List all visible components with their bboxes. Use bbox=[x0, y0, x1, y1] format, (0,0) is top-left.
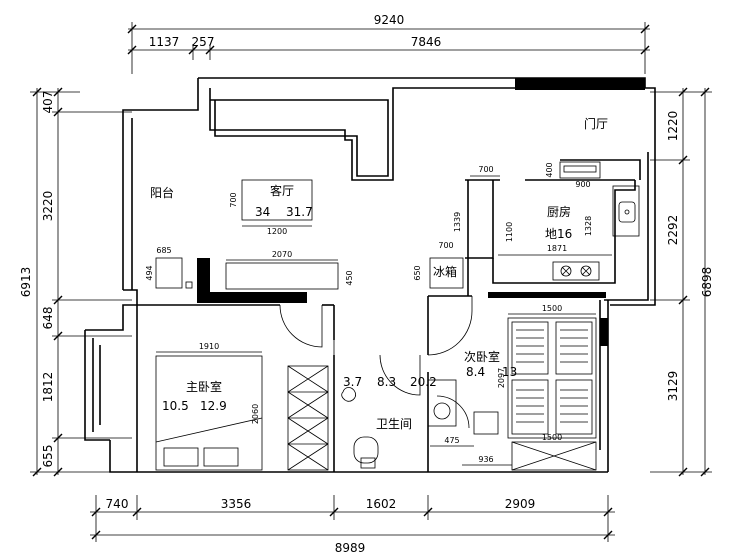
toilet bbox=[353, 436, 379, 464]
kitchen-right-dim: 1328 bbox=[584, 216, 593, 236]
second-area-a: 8.4 bbox=[466, 365, 485, 379]
second-bed-bottom-dim: 1500 bbox=[542, 433, 562, 442]
left-total-dim: 6913 bbox=[19, 267, 33, 298]
gas-stove bbox=[552, 261, 600, 281]
sofa bbox=[241, 179, 313, 221]
kitchen-bottom-dim: 1871 bbox=[547, 244, 567, 253]
bottom-dim-3: 1602 bbox=[366, 497, 397, 511]
top-total-dim: 9240 bbox=[374, 13, 405, 27]
right-dimensions: 1220 2292 3129 6898 bbox=[650, 87, 714, 477]
second-bed bbox=[507, 317, 597, 439]
desk-width-dim: 936 bbox=[478, 455, 493, 464]
entry-hall-label: 门厅 bbox=[584, 116, 608, 131]
bathroom-fixtures: 475 bbox=[341, 379, 499, 469]
left-dim-5: 655 bbox=[41, 445, 55, 468]
top-dim-3: 7846 bbox=[411, 35, 442, 49]
master-bedroom-furniture: 1910 2060 bbox=[155, 342, 329, 471]
master-bedroom-label: 主卧室 bbox=[186, 379, 222, 394]
bottom-dim-2: 3356 bbox=[221, 497, 252, 511]
fridge: 700 650 bbox=[413, 241, 464, 289]
top-dim-2: 257 bbox=[192, 35, 215, 49]
fridge-width-dim: 700 bbox=[438, 241, 453, 250]
bottom-total-dim: 8989 bbox=[335, 541, 366, 555]
second-area-b: 13 bbox=[502, 365, 517, 379]
left-dim-3: 648 bbox=[41, 307, 55, 330]
bath-area-a: 3.7 bbox=[343, 375, 362, 389]
second-bed-top-dim: 1500 bbox=[542, 304, 562, 313]
left-dimensions: 6913 407 3220 648 1812 655 bbox=[19, 87, 132, 477]
entry-cabinet-depth-dim: 400 bbox=[545, 162, 554, 177]
sofa-width-dim: 1200 bbox=[267, 227, 287, 236]
left-dim-1: 407 bbox=[41, 91, 55, 114]
structural-columns bbox=[197, 78, 645, 346]
living-area-a: 34 bbox=[255, 205, 270, 219]
tv-cabinet-depth-dim: 450 bbox=[345, 270, 354, 285]
master-bed bbox=[155, 355, 263, 471]
side-table-width-dim: 685 bbox=[156, 246, 171, 255]
second-bedroom-furniture: 1500 2097 1500 936 bbox=[462, 304, 597, 471]
bottom-dimensions: 740 3356 1602 2909 8989 bbox=[90, 495, 615, 555]
bath-area-b: 8.3 bbox=[377, 375, 396, 389]
top-dimensions: 9240 1137 257 7846 bbox=[127, 13, 650, 74]
kitchen-top-dim: 700 bbox=[478, 165, 493, 174]
living-area-b: 31.7 bbox=[286, 205, 313, 219]
living-room-label: 客厅 bbox=[270, 183, 294, 198]
entry-cabinet-width-dim: 900 bbox=[575, 180, 590, 189]
bathroom-label: 卫生间 bbox=[376, 417, 412, 431]
tv-cabinet bbox=[225, 262, 339, 290]
kitchen-inner-dim: 1100 bbox=[505, 222, 514, 242]
second-bedroom-label: 次卧室 bbox=[464, 349, 500, 364]
bed-width-dim: 1910 bbox=[199, 342, 219, 351]
right-dim-2: 2292 bbox=[666, 215, 680, 246]
door-swings bbox=[279, 296, 473, 429]
kitchen-sink bbox=[612, 185, 640, 237]
kitchen-area: 地16 bbox=[545, 227, 572, 241]
left-dim-4: 1812 bbox=[41, 372, 55, 403]
left-dim-2: 3220 bbox=[41, 191, 55, 222]
second-wardrobe bbox=[511, 441, 597, 471]
master-area-a: 10.5 bbox=[162, 399, 189, 413]
entry-cabinet: 400 900 bbox=[545, 161, 601, 189]
right-total-dim: 6898 bbox=[700, 267, 714, 298]
right-dim-3: 3129 bbox=[666, 371, 680, 402]
second-bed-length-dim: 2097 bbox=[497, 368, 506, 388]
balcony-label: 阳台 bbox=[150, 185, 174, 200]
room-labels: 阳台 客厅 34 31.7 门厅 厨房 地16 冰箱 主卧室 10.5 12.9… bbox=[150, 116, 608, 431]
kitchen-left-dim: 1339 bbox=[453, 212, 462, 232]
side-table-depth-dim: 494 bbox=[145, 265, 154, 280]
master-area-b: 12.9 bbox=[200, 399, 227, 413]
washing-machine bbox=[427, 379, 457, 427]
fridge-depth-dim: 650 bbox=[413, 265, 422, 280]
side-table bbox=[155, 257, 183, 289]
sofa-depth-dim: 700 bbox=[229, 192, 238, 207]
bottom-dim-1: 740 bbox=[106, 497, 129, 511]
kitchen-label: 厨房 bbox=[547, 204, 571, 219]
tv-cabinet-width-dim: 2070 bbox=[272, 250, 292, 259]
bottom-dim-4: 2909 bbox=[505, 497, 536, 511]
bath-width-dim: 475 bbox=[444, 436, 459, 445]
bath-area-c: 20.2 bbox=[410, 375, 437, 389]
right-dim-1: 1220 bbox=[666, 111, 680, 142]
living-furniture: 700 1200 2070 450 685 494 bbox=[145, 179, 354, 290]
top-dim-1: 1137 bbox=[149, 35, 180, 49]
kitchen-fixtures: 700 1339 1100 1328 1871 bbox=[453, 165, 640, 281]
fridge-label: 冰箱 bbox=[433, 264, 457, 279]
bed-length-dim: 2060 bbox=[251, 404, 260, 424]
